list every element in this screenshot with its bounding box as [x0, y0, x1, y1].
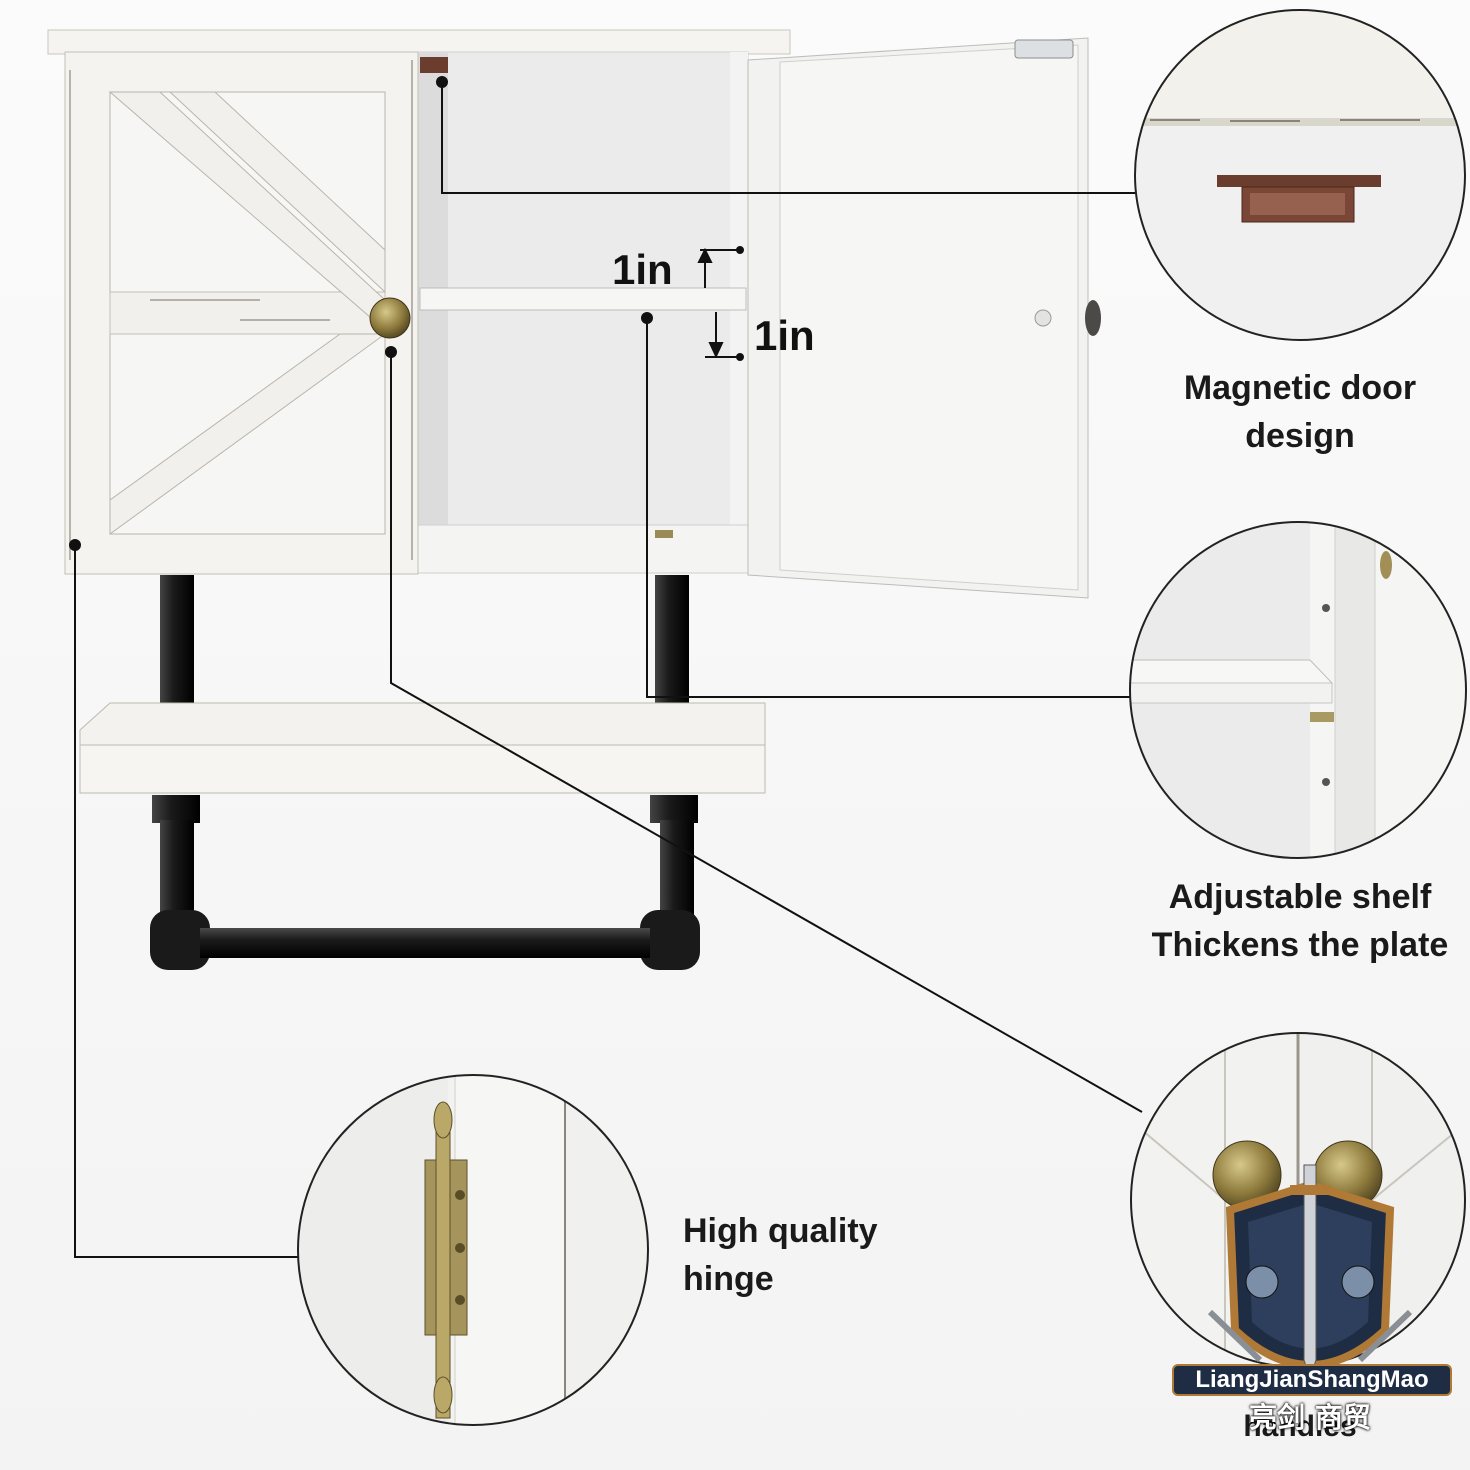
magnetic-door-caption: Magnetic door design: [1183, 369, 1417, 455]
cabinet: [47, 29, 1101, 599]
leader-lines: [74, 82, 1143, 1258]
left-door-knob: [369, 297, 411, 339]
detail-magnet: [1134, 9, 1466, 341]
cabinet-interior: [417, 51, 749, 573]
lower-shelf: [79, 702, 766, 746]
detail-hinge: [297, 1074, 649, 1426]
adjustable-shelf: [419, 287, 747, 311]
dimension-bottom-label: 1in: [754, 312, 815, 359]
adjustable-shelf-caption: Adjustable shelf Thickens the plate: [1151, 878, 1449, 964]
left-door: [64, 51, 419, 575]
cabinet-top: [47, 29, 791, 55]
hinge-caption: High quality hinge: [683, 1212, 878, 1298]
detail-shelf: [1129, 521, 1467, 859]
dimension-top-label: 1in: [612, 246, 673, 293]
towel-bar: [200, 928, 650, 958]
right-door: [747, 37, 1101, 599]
handles-caption: handles: [1243, 1410, 1357, 1443]
towel-rack: [79, 575, 766, 970]
watermark-latin: LiangJianShangMao: [1172, 1364, 1452, 1396]
watermark-chinese: 亮剑 商贸: [1249, 1401, 1371, 1434]
